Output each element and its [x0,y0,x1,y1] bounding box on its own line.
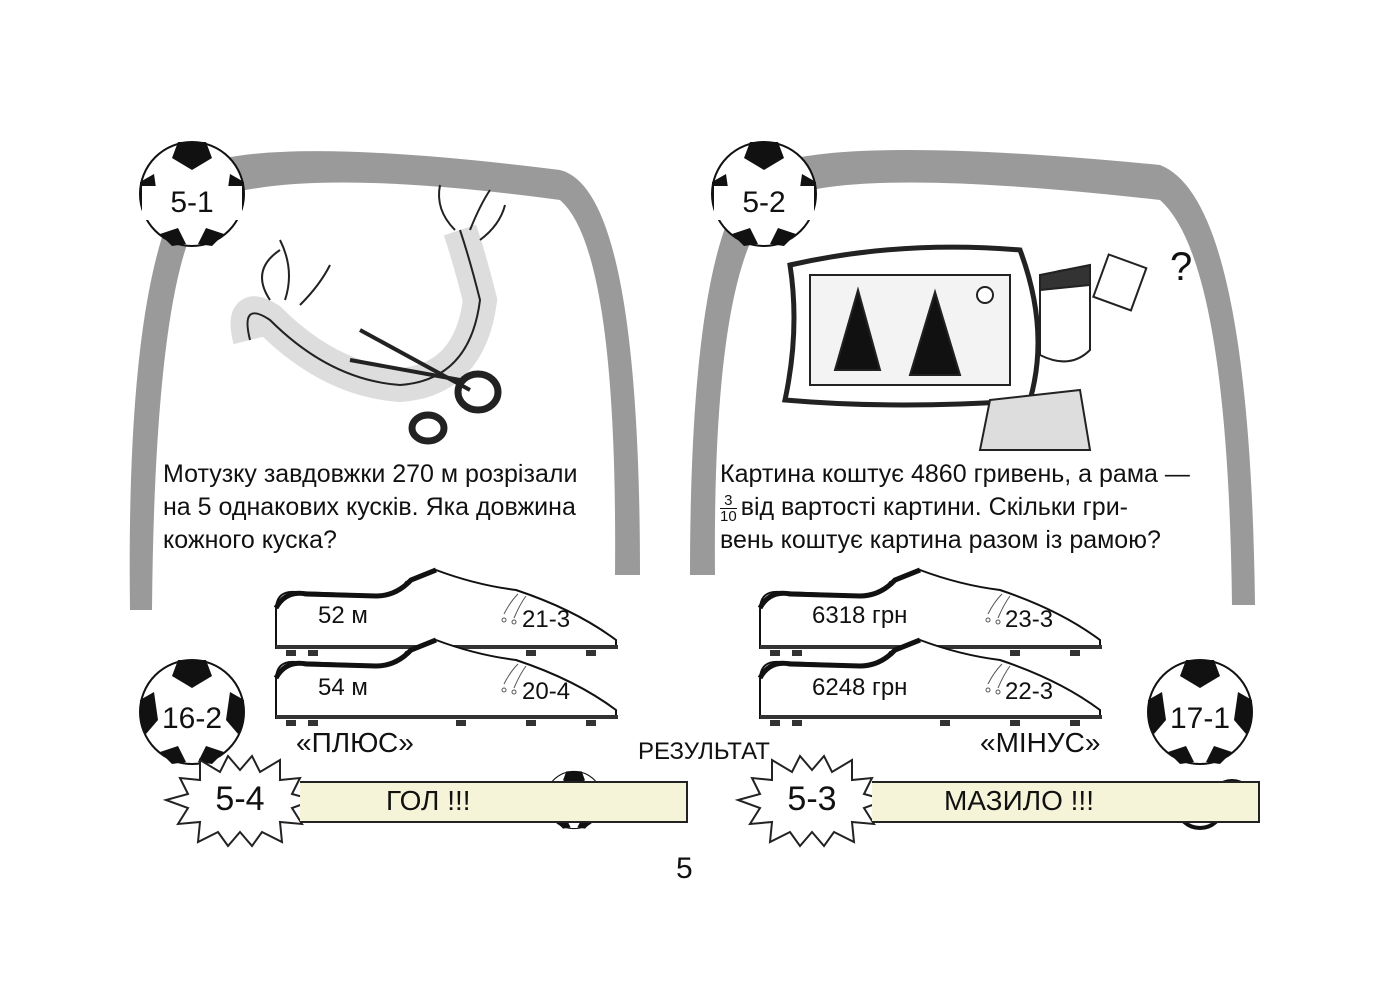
task-5-1-text: Мотузку завдовжки 270 м розрізали на 5 о… [163,458,577,557]
result-text-miss: МАЗИЛО !!! [944,785,1094,816]
fraction-denominator: 10 [720,507,737,525]
result-bar-goal [300,781,688,823]
task-label-5-1: 5-1 [142,186,242,220]
answer-next-task: 22-3 [1005,678,1054,705]
result-bar-miss [872,781,1260,823]
task-line-rest: від вартості картини. Скільки гри- [740,493,1128,521]
answer-next-task: 23-3 [1005,606,1054,633]
answer-next-task: 20-4 [522,678,571,705]
result-text-goal: ГОЛ !!! [386,785,471,816]
task-line: на 5 однакових кусків. Яка довжина [163,493,576,521]
fraction-numerator: 3 [720,493,737,509]
task-line: кожного куска? [163,526,337,554]
ball-label-minus: 17-1 [1169,702,1231,735]
label-minus: «МІНУС» [980,727,1101,758]
task-label-5-2: 5-2 [714,186,814,220]
task-line: вень коштує картина разом із рамою? [720,526,1161,554]
answer-next-task: 21-3 [522,606,571,633]
task-line: Картина коштує 4860 гривень, а рама — [720,460,1190,488]
answer-option[interactable]: 54 м [318,674,368,701]
rope-scissors-illustration [230,184,506,445]
result-task-5-4: 5-4 [215,780,265,818]
answer-option[interactable]: 52 м [318,602,368,629]
answer-option[interactable]: 6248 грн [812,674,908,701]
painting-man-illustration: ? [781,244,1192,451]
result-task-5-3: 5-3 [787,780,837,818]
answer-option[interactable]: 6318 грн [812,602,908,629]
label-result: РЕЗУЛЬТАТ [638,738,770,765]
page-number: 5 [676,852,693,885]
svg-text:?: ? [1170,245,1192,289]
label-plus: «ПЛЮС» [296,727,414,758]
task-line: Мотузку завдовжки 270 м розрізали [163,460,578,488]
ball-label-plus: 16-2 [161,702,223,735]
